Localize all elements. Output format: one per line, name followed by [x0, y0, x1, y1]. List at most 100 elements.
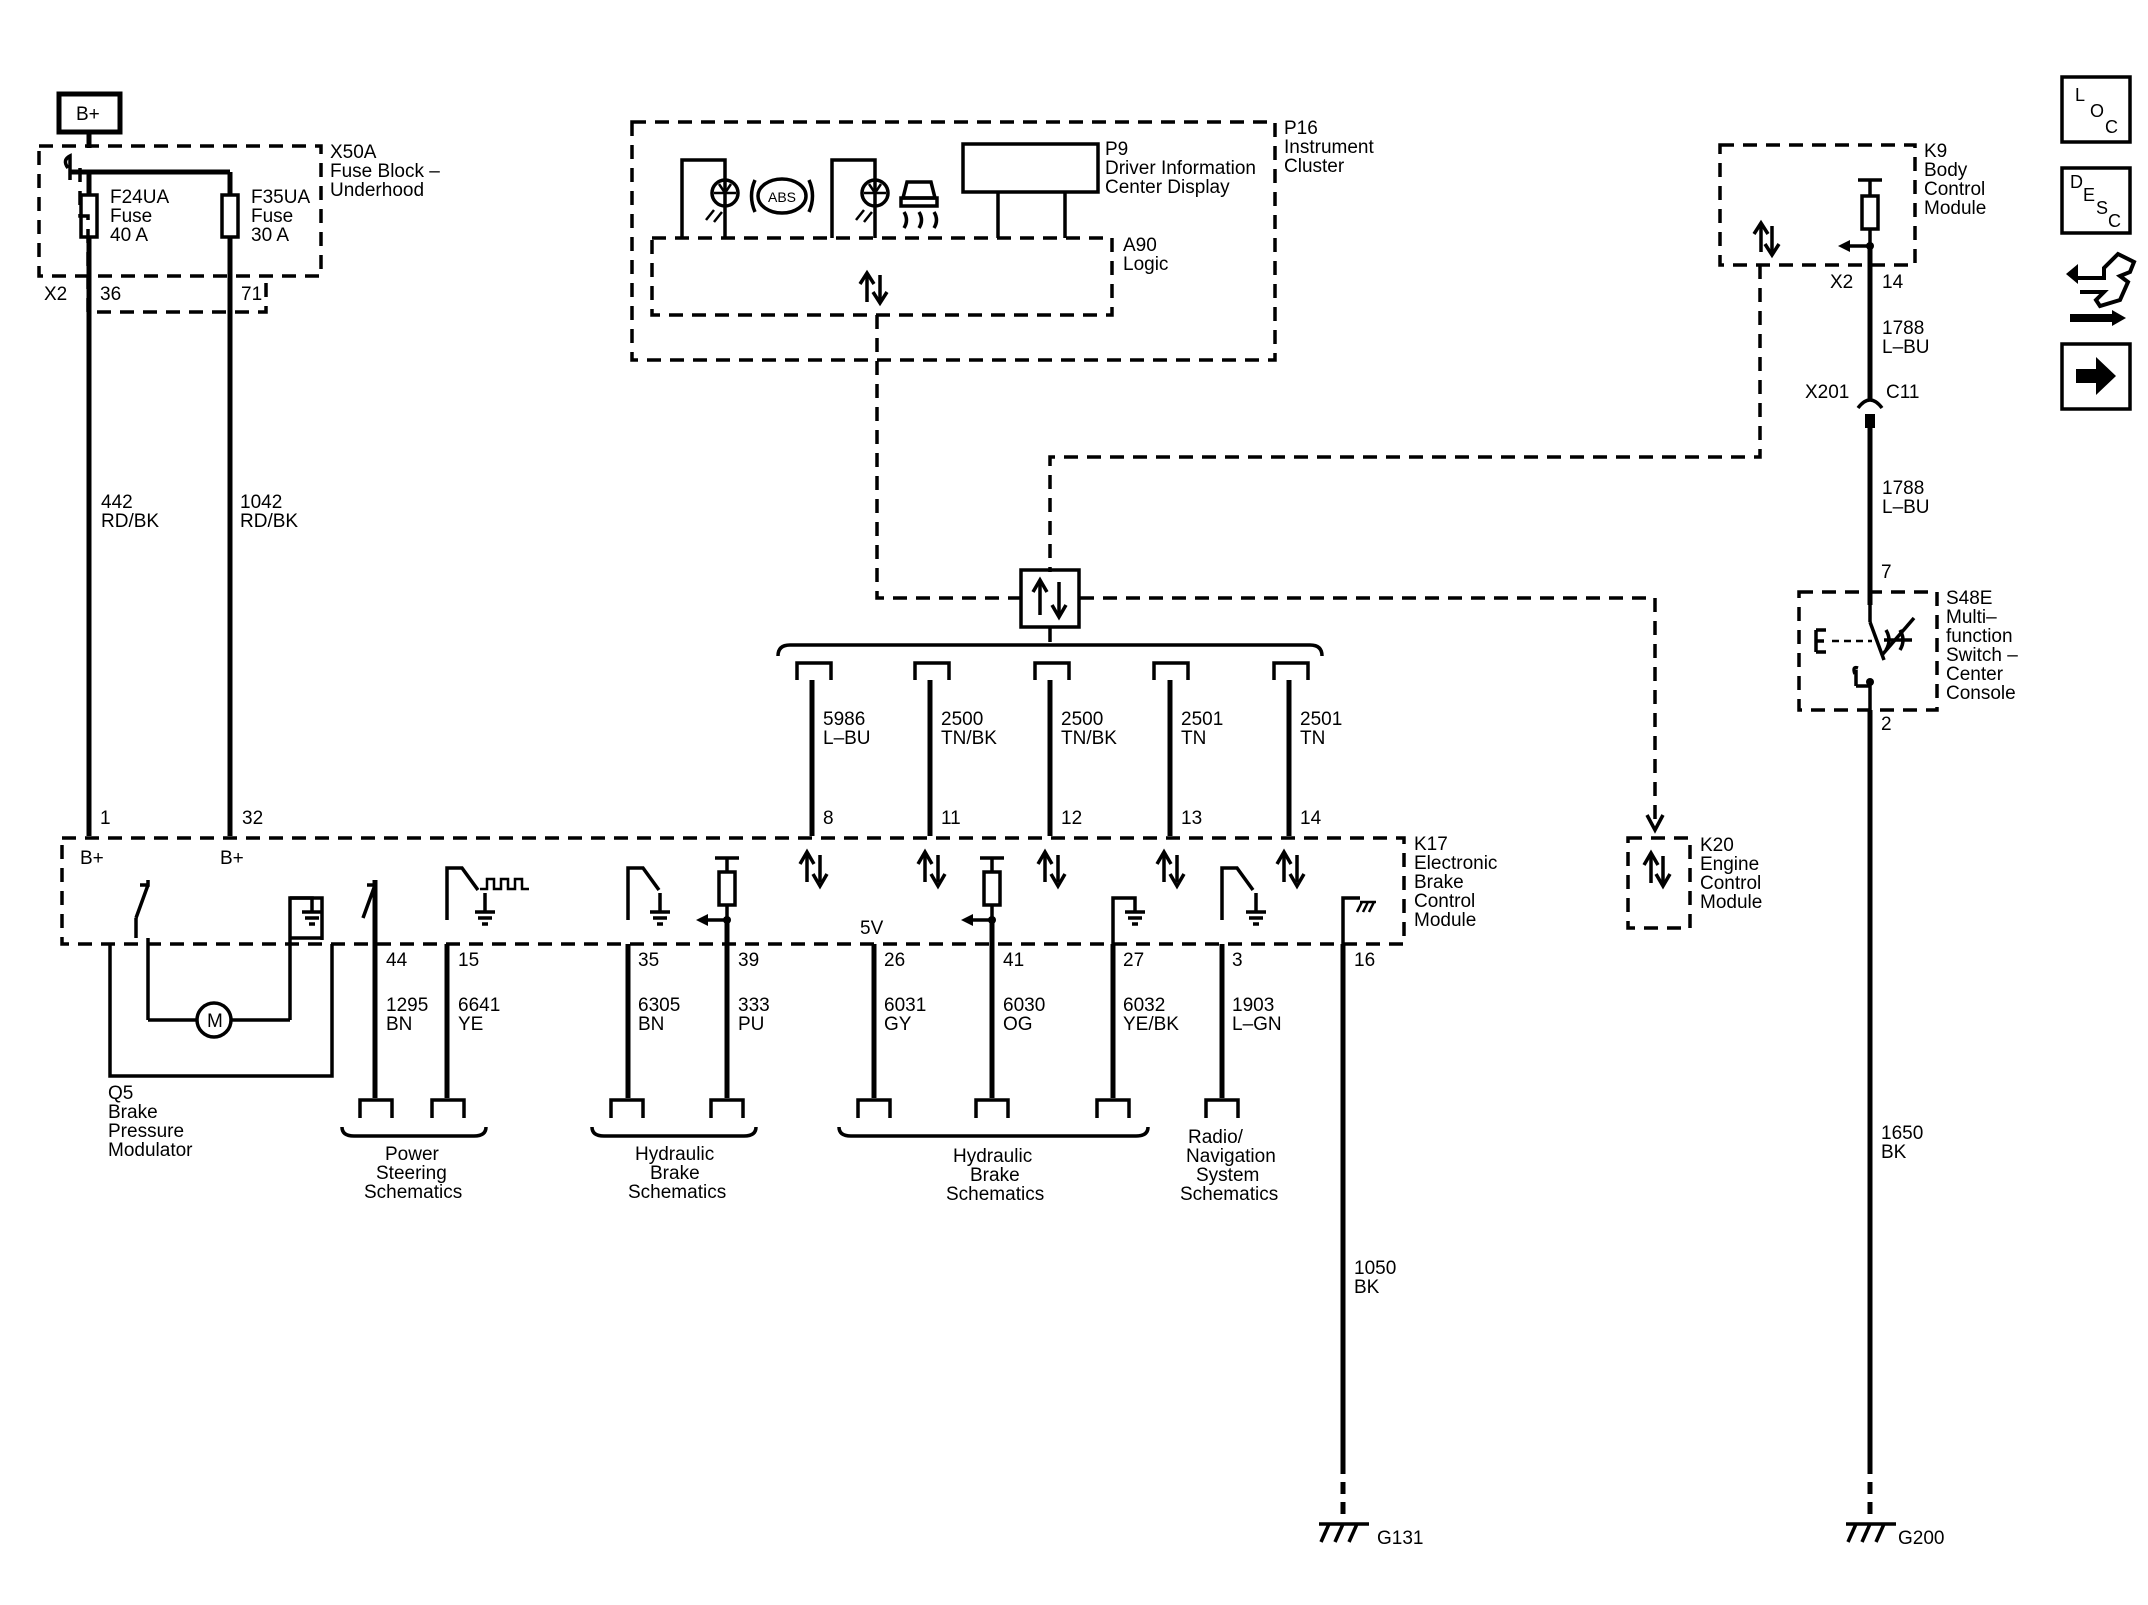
reference-connectors: [340, 1098, 1240, 1138]
svg-text:Multi–: Multi–: [1946, 607, 1997, 628]
svg-text:Modulator: Modulator: [108, 1140, 193, 1161]
svg-text:G200: G200: [1898, 1528, 1944, 1549]
description-icon[interactable]: D E S C: [2060, 166, 2132, 235]
svg-text:6032: 6032: [1123, 995, 1165, 1016]
svg-text:2501: 2501: [1300, 709, 1342, 730]
ground-g131: G131: [1319, 1522, 1423, 1549]
svg-text:1650: 1650: [1881, 1123, 1923, 1144]
svg-text:Brake: Brake: [108, 1102, 158, 1123]
svg-text:L–BU: L–BU: [1882, 497, 1930, 518]
fuse-block-x50a: X50A Fuse Block – Underhood F24UA Fuse 4…: [37, 142, 440, 314]
svg-text:Brake: Brake: [1414, 872, 1464, 893]
traction-off-icon: [1880, 616, 1916, 657]
svg-text:C: C: [2105, 117, 2118, 137]
svg-text:5986: 5986: [823, 709, 865, 730]
svg-text:Logic: Logic: [1123, 254, 1168, 275]
svg-text:Console: Console: [1946, 683, 2016, 704]
svg-text:2500: 2500: [941, 709, 983, 730]
svg-text:14: 14: [1882, 272, 1904, 293]
abs-warning-icon: ABS: [749, 177, 815, 215]
svg-text:Switch –: Switch –: [1946, 645, 2018, 666]
brake-warning-lamp-icon: [710, 178, 740, 208]
svg-text:Power: Power: [385, 1144, 440, 1165]
svg-text:X201: X201: [1805, 382, 1849, 403]
svg-text:32: 32: [242, 808, 263, 829]
svg-text:P16: P16: [1284, 118, 1318, 139]
svg-text:OG: OG: [1003, 1014, 1033, 1035]
svg-text:L–GN: L–GN: [1232, 1014, 1282, 1035]
svg-text:Radio/: Radio/: [1188, 1127, 1244, 1148]
svg-text:PU: PU: [738, 1014, 764, 1035]
battery-terminal: B+: [56, 91, 123, 135]
svg-text:S48E: S48E: [1946, 588, 1992, 609]
svg-text:Pressure: Pressure: [108, 1121, 184, 1142]
svg-text:L: L: [2075, 85, 2085, 105]
svg-text:1788: 1788: [1882, 478, 1924, 499]
svg-text:TN: TN: [1300, 728, 1325, 749]
svg-text:5V: 5V: [860, 918, 884, 939]
svg-text:44: 44: [386, 950, 408, 971]
svg-text:BK: BK: [1354, 1277, 1380, 1298]
svg-text:35: 35: [638, 950, 659, 971]
ebcm-k17: K17 Electronic Brake Control Module B+ B…: [60, 834, 1497, 946]
svg-text:1: 1: [100, 808, 111, 829]
svg-text:B+: B+: [220, 848, 244, 869]
svg-text:Electronic: Electronic: [1414, 853, 1497, 874]
svg-text:12: 12: [1061, 808, 1082, 829]
display-p9: [961, 142, 1100, 194]
svg-text:Underhood: Underhood: [330, 180, 424, 201]
svg-text:Instrument: Instrument: [1284, 137, 1374, 158]
svg-text:Control: Control: [1924, 179, 1985, 200]
svg-text:Module: Module: [1414, 910, 1476, 931]
svg-text:71: 71: [241, 284, 262, 305]
svg-text:26: 26: [884, 950, 905, 971]
fuse-f35ua: [220, 193, 240, 239]
svg-text:GY: GY: [884, 1014, 912, 1035]
svg-text:Q5: Q5: [108, 1083, 133, 1104]
svg-text:442: 442: [101, 492, 133, 513]
svg-text:RD/BK: RD/BK: [240, 511, 298, 532]
bottom-wires: [372, 880, 1346, 1522]
svg-text:G131: G131: [1377, 1528, 1423, 1549]
svg-text:X50A: X50A: [330, 142, 377, 163]
connector-icon[interactable]: [2066, 251, 2137, 326]
svg-text:11: 11: [941, 808, 961, 829]
svg-text:B+: B+: [76, 104, 100, 125]
svg-text:36: 36: [100, 284, 121, 305]
svg-text:TN/BK: TN/BK: [1061, 728, 1117, 749]
next-arrow-icon[interactable]: [2060, 342, 2132, 411]
svg-text:Cluster: Cluster: [1284, 156, 1345, 177]
svg-text:333: 333: [738, 995, 770, 1016]
location-icon[interactable]: L O C: [2060, 75, 2132, 144]
svg-text:BN: BN: [638, 1014, 664, 1035]
svg-text:RD/BK: RD/BK: [101, 511, 159, 532]
bus-wires: [809, 680, 1292, 836]
data-splice-icon: [1019, 568, 1081, 629]
svg-text:Control: Control: [1414, 891, 1475, 912]
svg-text:7: 7: [1881, 562, 1892, 583]
svg-text:6305: 6305: [638, 995, 680, 1016]
svg-text:System: System: [1196, 1165, 1259, 1186]
svg-text:L–BU: L–BU: [1882, 337, 1930, 358]
svg-text:F35UA: F35UA: [251, 187, 310, 208]
engine-control-module-k20: K20 Engine Control Module: [1626, 835, 1762, 930]
svg-text:Steering: Steering: [376, 1163, 447, 1184]
svg-text:O: O: [2090, 101, 2104, 121]
svg-text:Engine: Engine: [1700, 854, 1759, 875]
svg-text:TN/BK: TN/BK: [941, 728, 997, 749]
svg-text:Fuse: Fuse: [251, 206, 293, 227]
svg-text:K20: K20: [1700, 835, 1734, 856]
svg-text:2: 2: [1881, 714, 1892, 735]
traction-lamp-icon: [860, 178, 890, 208]
svg-text:14: 14: [1300, 808, 1322, 829]
svg-text:6031: 6031: [884, 995, 926, 1016]
bidirectional-data-icon: [858, 269, 889, 307]
svg-text:P9: P9: [1105, 139, 1128, 160]
svg-text:TN: TN: [1181, 728, 1206, 749]
svg-text:30 A: 30 A: [251, 225, 289, 246]
svg-text:1050: 1050: [1354, 1258, 1396, 1279]
svg-text:K9: K9: [1924, 141, 1947, 162]
svg-text:8: 8: [823, 808, 834, 829]
svg-text:D: D: [2070, 172, 2083, 192]
